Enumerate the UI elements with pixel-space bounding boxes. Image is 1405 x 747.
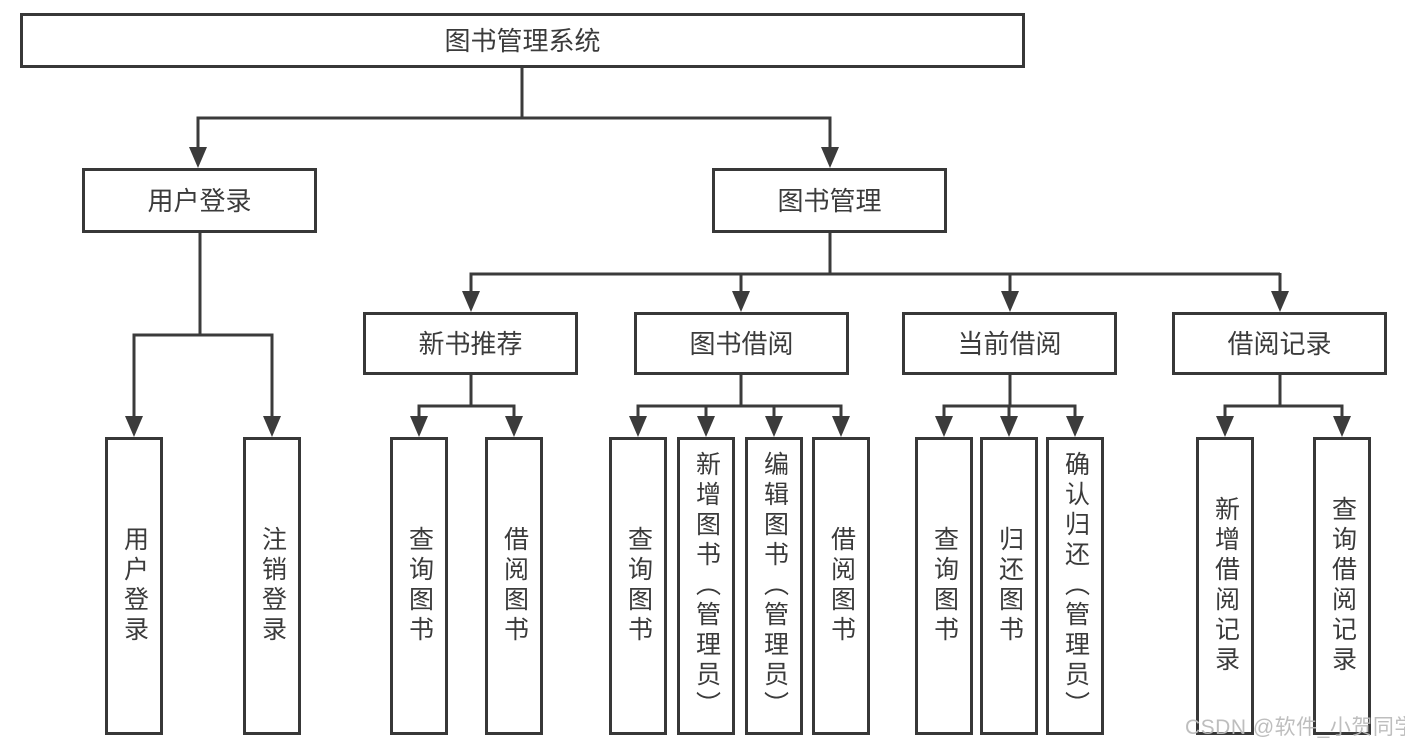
node-book-borrowing-label: 图书借阅	[689, 328, 794, 359]
node-borrowing-records-label: 借阅记录	[1227, 328, 1332, 359]
node-user-login-label: 用户登录	[147, 185, 252, 216]
node-new-book-recommend: 新书推荐	[363, 312, 578, 375]
node-current-borrowing-label: 当前借阅	[957, 328, 1062, 359]
leaf-recommend-borrow-books-label: 借阅图书	[500, 526, 529, 646]
leaf-confirm-return-admin: 确认归还（管理员）	[1046, 437, 1104, 735]
node-book-borrowing: 图书借阅	[634, 312, 849, 375]
leaf-return-books: 归还图书	[980, 437, 1038, 735]
leaf-user-login-label: 用户登录	[120, 526, 149, 646]
arrowheads	[125, 147, 1351, 437]
node-root-label: 图书管理系统	[444, 25, 601, 56]
leaf-query-borrow-record-label: 查询借阅记录	[1328, 496, 1357, 676]
leaf-borrowing-query-books: 查询图书	[609, 437, 667, 735]
node-borrowing-records: 借阅记录	[1172, 312, 1387, 375]
leaf-edit-books-admin: 编辑图书（管理员）	[745, 437, 803, 735]
node-book-management-label: 图书管理	[777, 185, 882, 216]
leaf-current-query-books: 查询图书	[915, 437, 973, 735]
leaf-borrowing-query-books-label: 查询图书	[624, 526, 653, 646]
leaf-current-query-books-label: 查询图书	[930, 526, 959, 646]
leaf-edit-books-admin-label: 编辑图书（管理员）	[760, 451, 789, 721]
leaf-borrow-books-label: 借阅图书	[827, 526, 856, 646]
leaf-add-borrow-record: 新增借阅记录	[1196, 437, 1254, 735]
leaf-query-borrow-record: 查询借阅记录	[1313, 437, 1371, 735]
leaf-logout: 注销登录	[243, 437, 301, 735]
leaf-add-books-admin: 新增图书（管理员）	[677, 437, 735, 735]
leaf-recommend-borrow-books: 借阅图书	[485, 437, 543, 735]
csdn-watermark: CSDN @软件_小贺同学	[1185, 716, 1405, 739]
leaf-recommend-query-books-label: 查询图书	[405, 526, 434, 646]
node-current-borrowing: 当前借阅	[902, 312, 1117, 375]
leaf-user-login: 用户登录	[105, 437, 163, 735]
leaf-add-books-admin-label: 新增图书（管理员）	[692, 451, 721, 721]
node-new-book-recommend-label: 新书推荐	[418, 328, 523, 359]
leaf-logout-label: 注销登录	[258, 526, 287, 646]
node-root: 图书管理系统	[20, 13, 1025, 68]
leaf-borrow-books: 借阅图书	[812, 437, 870, 735]
leaf-return-books-label: 归还图书	[995, 526, 1024, 646]
leaf-confirm-return-admin-label: 确认归还（管理员）	[1061, 451, 1090, 721]
node-user-login: 用户登录	[82, 168, 317, 233]
leaf-recommend-query-books: 查询图书	[390, 437, 448, 735]
leaf-add-borrow-record-label: 新增借阅记录	[1211, 496, 1240, 676]
node-book-management: 图书管理	[712, 168, 947, 233]
